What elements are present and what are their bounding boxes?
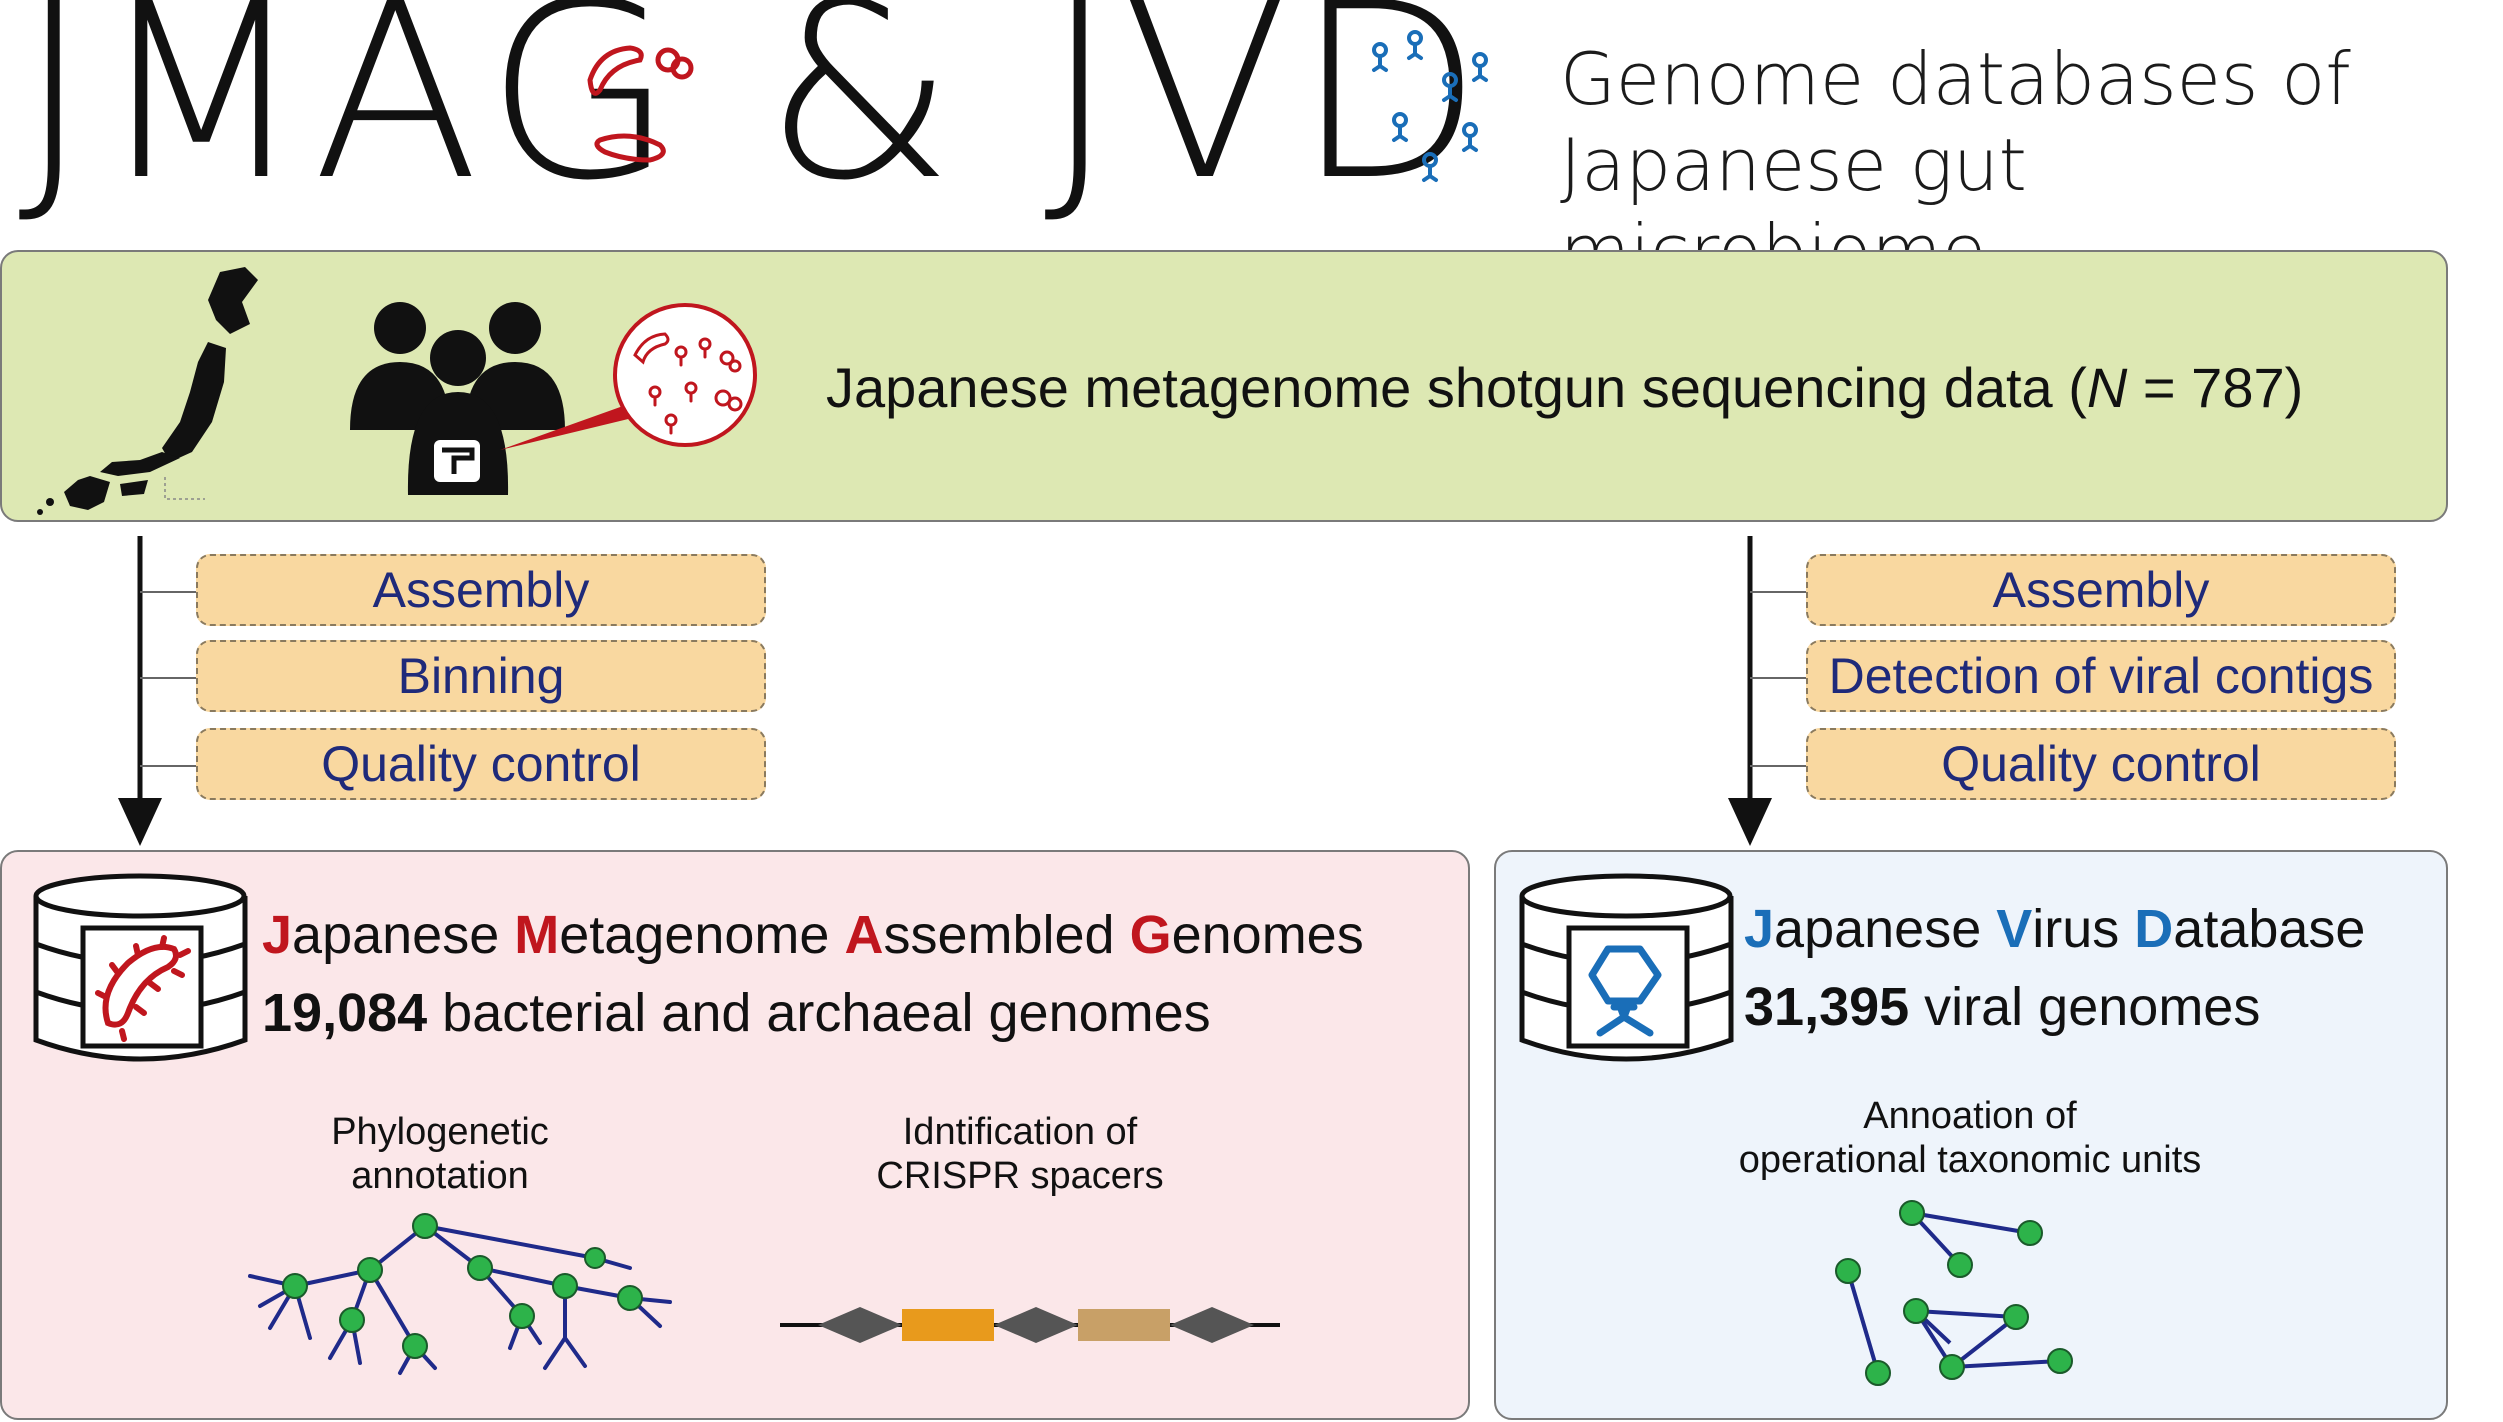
title-jma: JMA (18, 0, 486, 234)
left-step-binning: Binning (196, 640, 766, 712)
otu-network-icon (1835, 1200, 2073, 1386)
jvd-initial-v: V (1996, 899, 2033, 959)
jvd-name: Japanese Virus Database (1744, 898, 2365, 960)
right-step-detection: Detection of viral contigs (1806, 640, 2396, 712)
jmag-count-value: 19,084 (262, 983, 428, 1043)
jvd-word-d: atabase (2173, 899, 2366, 959)
right-step-assembly: Assembly (1806, 554, 2396, 626)
database-icon (33, 873, 248, 1062)
source-description: Japanese metagenome shotgun sequencing d… (826, 355, 2303, 420)
jvd-count-value: 31,395 (1744, 977, 1910, 1037)
bacteria-in-g-icon (587, 45, 694, 163)
jmag-feature1-line2: annotation (351, 1155, 529, 1197)
jvd-word-j: apanese (1774, 899, 1997, 959)
left-step-quality-control: Quality control (196, 728, 766, 800)
viruses-in-d-icon (1372, 30, 1488, 182)
jmag-feature-crispr: Idntification of CRISPR spacers (850, 1110, 1190, 1198)
jmag-word-a: ssembled (883, 905, 1130, 965)
virus-icon (1588, 945, 1662, 1037)
right-pipeline-arrow (1728, 536, 1806, 846)
database-icon-jvd (1519, 873, 1734, 1062)
jvd-feature-otu: Annoation of operational taxonomic units (1680, 1094, 2260, 1182)
main-title: JMAG & JVD (18, 0, 1489, 222)
source-text-prefix: Japanese metagenome shotgun sequencing d… (826, 356, 2087, 419)
left-step-assembly: Assembly (196, 554, 766, 626)
jmag-word-m: etagenome (559, 905, 845, 965)
jmag-count-label: bacterial and archaeal genomes (427, 983, 1211, 1043)
jmag-initial-j: J (262, 905, 293, 965)
bacterium-icon (95, 935, 191, 1042)
right-step-quality-control: Quality control (1806, 728, 2396, 800)
jvd-initial-d: D (2134, 899, 2174, 959)
jmag-name: Japanese Metagenome Assembled Genomes (262, 904, 1364, 966)
jmag-initial-a: A (844, 905, 884, 965)
jvd-word-v: irus (2032, 899, 2135, 959)
phylogenetic-tree-icon (248, 1213, 672, 1375)
jmag-feature1-line1: Phylogenetic (331, 1111, 549, 1153)
crispr-array-icon (780, 1307, 1280, 1343)
jmag-initial-m: M (514, 905, 560, 965)
people-group-icon (350, 302, 565, 495)
jvd-feature1-line2: operational taxonomic units (1738, 1139, 2202, 1181)
jvd-count: 31,395 viral genomes (1744, 976, 2260, 1038)
left-pipeline-arrow (118, 536, 196, 846)
japan-map-icon (37, 267, 258, 515)
microbe-bubble-icon (500, 303, 757, 450)
jmag-feature2-line1: Idntification of (902, 1111, 1138, 1153)
jmag-feature2-line2: CRISPR spacers (876, 1155, 1164, 1197)
jvd-count-label: viral genomes (1909, 977, 2261, 1037)
title-letter-g: G (485, 0, 681, 234)
jvd-feature1-line1: Annoation of (1863, 1095, 2077, 1137)
jmag-count: 19,084 bacterial and archaeal genomes (262, 982, 1211, 1044)
jvd-initial-j: J (1744, 899, 1775, 959)
jmag-feature-phylogenetic: Phylogenetic annotation (300, 1110, 580, 1198)
jmag-word-j: apanese (292, 905, 515, 965)
jmag-initial-g: G (1129, 905, 1172, 965)
title-letter-d: D (1294, 0, 1489, 234)
jmag-word-g: enomes (1171, 905, 1364, 965)
source-text-n: N (2086, 356, 2128, 419)
subtitle-line1: Genome databases of (1560, 37, 2351, 121)
source-text-suffix: = 787) (2127, 356, 2304, 419)
title-jv: JV (1043, 0, 1295, 234)
title-amp: & (680, 0, 1044, 234)
